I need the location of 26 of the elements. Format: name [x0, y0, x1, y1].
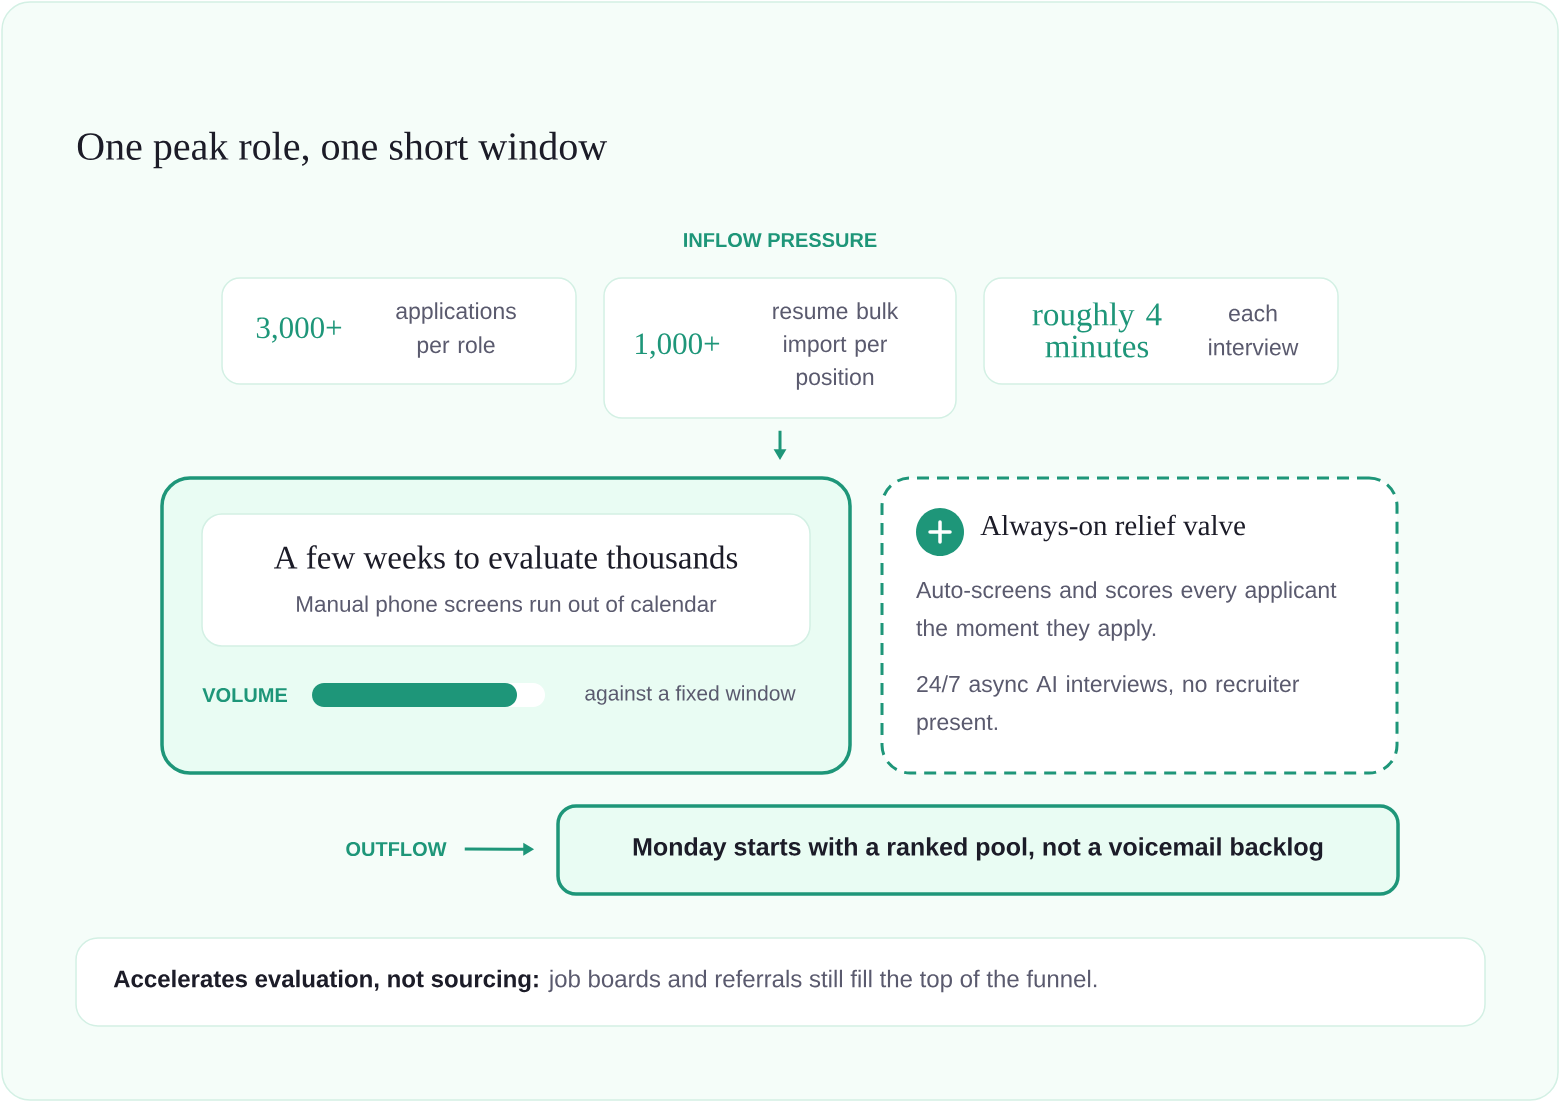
- stat-caption: applications per role: [396, 302, 516, 358]
- panel-text: Auto-screens and scores every applicant the moment they apply.: [916, 581, 1337, 641]
- volume-panel: [160, 476, 852, 775]
- bar-caption: against a fixed window: [585, 685, 796, 705]
- stat-card: [221, 277, 577, 385]
- panel-heading: Always-on relief valve: [980, 514, 1245, 542]
- card-heading: A few weeks to evaluate thousands: [274, 545, 738, 569]
- stat-value: 3,000+: [256, 317, 342, 343]
- flow-label: OUTFLOW: [346, 841, 447, 857]
- card-subtitle: Manual phone screens run out of calendar: [297, 595, 717, 617]
- outcome-box: [556, 804, 1400, 896]
- text-card: [201, 513, 811, 647]
- bar-label: VOLUME: [202, 687, 287, 703]
- note-box: [75, 937, 1486, 1027]
- note-text: Accelerates evaluation, not sourcing: job boards and referrals still fill the top of the funnel.: [113, 969, 1097, 993]
- panel-text: 24/7 async AI interviews, no recruiter present.: [917, 675, 1300, 735]
- outcome-text: Monday starts with a ranked pool, not a voicemail backlog: [633, 837, 1323, 861]
- stat-caption: each interview: [1209, 304, 1299, 356]
- title: One peak role, one short window: [77, 131, 608, 169]
- dashed-panel: [880, 476, 1399, 775]
- section-label: INFLOW PRESSURE: [684, 232, 877, 248]
- stat-card: [603, 277, 957, 419]
- stat-value: roughly 4 minutes: [1032, 302, 1162, 358]
- stat-value: 1,000+: [636, 333, 720, 359]
- stat-caption: resume bulk import per position: [773, 302, 899, 390]
- stat-card: [983, 277, 1339, 385]
